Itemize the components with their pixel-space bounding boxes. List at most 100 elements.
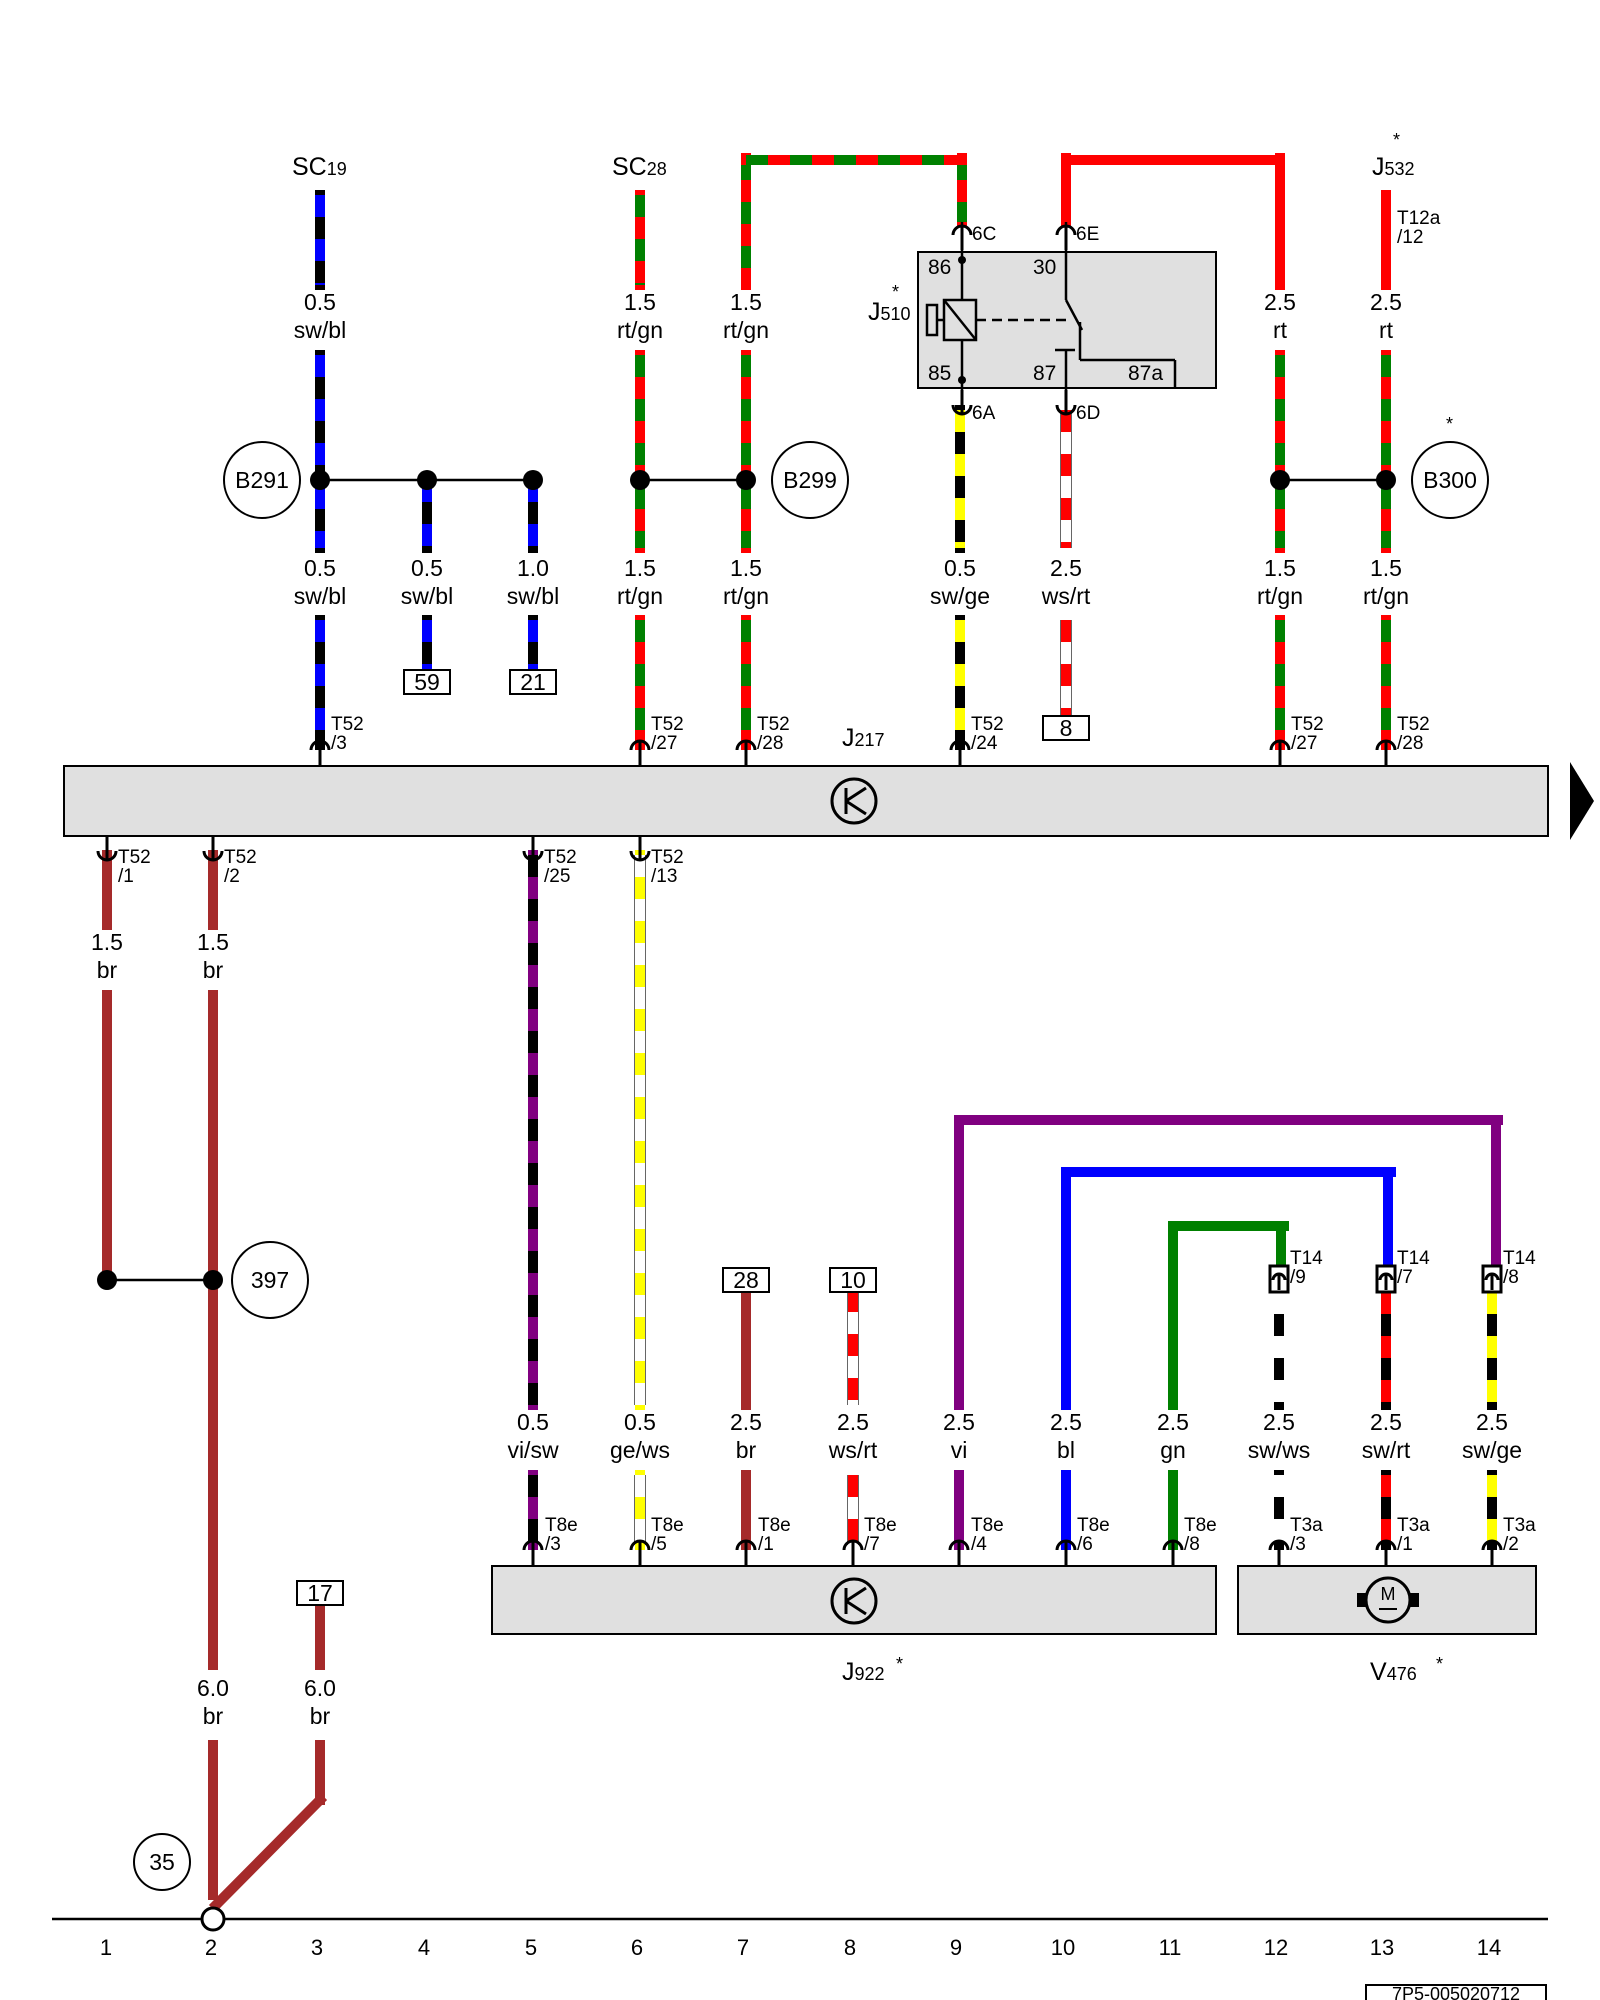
wire-label-size: 2.5 (1264, 289, 1296, 315)
pin-label: T52/28 (757, 714, 790, 754)
pin-label: T14/8 (1503, 1248, 1536, 1288)
j510-star: * (892, 282, 899, 302)
column-number: 14 (1477, 1935, 1501, 1960)
splice-dot (97, 1270, 117, 1290)
wire-label-color: sw/bl (294, 317, 346, 343)
wire-label-color: ws/rt (1041, 583, 1091, 609)
wire-label-size: 1.5 (624, 555, 656, 581)
ground-point (200, 1906, 226, 1932)
j922-module (491, 1565, 1217, 1635)
splice-dot (310, 470, 330, 490)
svg-text:28: 28 (733, 1267, 759, 1293)
wire-label-size: 1.5 (1370, 555, 1402, 581)
ref-box-10: 10 (829, 1267, 877, 1293)
svg-text:397: 397 (251, 1267, 289, 1293)
wire-label-size: 1.5 (197, 929, 229, 955)
splice-dot (417, 470, 437, 490)
pin-label: T8e/1 (758, 1515, 791, 1555)
pin-label: T52/3 (331, 714, 364, 754)
splice-dot (203, 1270, 223, 1290)
column-number: 12 (1264, 1935, 1288, 1960)
b299-splice: B299 (771, 441, 849, 519)
ref-box-28: 28 (722, 1267, 770, 1293)
wire-label-color: br (203, 1703, 224, 1729)
splice-lines (52, 478, 1548, 1921)
wire-label-color: br (310, 1703, 331, 1729)
wire-label-color: sw/rt (1362, 1437, 1411, 1463)
pin-label: T52/24 (971, 714, 1004, 754)
wire-label-size: 2.5 (1050, 555, 1082, 581)
wire-label-size: 2.5 (1263, 1409, 1295, 1435)
diagram-code: 7P5-005020712 (1365, 1984, 1547, 2000)
svg-text:8: 8 (1060, 715, 1073, 741)
wire-label-size: 1.5 (624, 289, 656, 315)
connector-labels: T52/3 T52/27 T52/28 T52/24 T52/27 T52/28… (118, 208, 1536, 1555)
svg-text:59: 59 (414, 669, 440, 695)
wire-label-color: vi/sw (507, 1437, 559, 1463)
pin-label: T52/27 (1291, 714, 1324, 754)
terminal-label: 6D (1076, 403, 1100, 424)
splice-dot (736, 470, 756, 490)
wire-label-size: 1.5 (730, 555, 762, 581)
svg-text:B299: B299 (783, 467, 837, 493)
pin-label: T3a/1 (1397, 1515, 1430, 1555)
wire-17-diag (208, 1792, 328, 1913)
wire-label-color: sw/bl (294, 583, 346, 609)
pin-label: T8e/8 (1184, 1515, 1217, 1555)
wire-label-color: sw/ge (930, 583, 990, 609)
wire-label-color: sw/ws (1248, 1437, 1311, 1463)
j217-label: J217 (842, 724, 885, 752)
wire-label-size: 0.5 (944, 555, 976, 581)
pin-label: T12a/12 (1397, 208, 1441, 248)
wire-label-size: 6.0 (304, 1675, 336, 1701)
svg-text:87a: 87a (1128, 362, 1163, 385)
column-number: 7 (737, 1935, 749, 1960)
wire-label-color: ge/ws (610, 1437, 670, 1463)
wire-layer (102, 153, 1503, 1913)
splice-dot (630, 470, 650, 490)
pin-label: T14/7 (1397, 1248, 1430, 1288)
svg-text:21: 21 (520, 669, 546, 695)
wire-label-size: 1.5 (1264, 555, 1296, 581)
wire-label-color: rt/gn (723, 317, 769, 343)
wire-label-color: rt/gn (1363, 583, 1409, 609)
j217-module (63, 765, 1549, 837)
wire-label-color: br (736, 1437, 757, 1463)
svg-text:35: 35 (149, 1849, 175, 1875)
ref-box-17: 17 (296, 1580, 344, 1606)
splice-dot (1376, 470, 1396, 490)
wire-label-size: 2.5 (1370, 289, 1402, 315)
wire-label-color: rt (1379, 317, 1394, 343)
pin-label: T52/25 (544, 847, 577, 887)
column-number: 8 (844, 1935, 856, 1960)
wire-labels: 0.5 sw/bl 0.5 sw/bl 0.5 sw/bl 1.0 sw/bl … (91, 289, 1522, 1729)
wire-label-color: br (203, 957, 224, 983)
pin-label: T52/1 (118, 847, 151, 887)
terminal-label: 6E (1076, 224, 1099, 245)
svg-text:*: * (1446, 414, 1453, 434)
wire-label-size: 0.5 (624, 1409, 656, 1435)
wire-label-size: 2.5 (943, 1409, 975, 1435)
wire-label-size: 2.5 (1476, 1409, 1508, 1435)
pin-label: T8e/6 (1077, 1515, 1110, 1555)
wire-label-color: rt/gn (617, 583, 663, 609)
v476-label: V476 (1370, 1658, 1417, 1686)
pin-label: T8e/4 (971, 1515, 1004, 1555)
pin-symbols (96, 224, 1503, 1566)
svg-text:7P5-005020712: 7P5-005020712 (1392, 1984, 1520, 2000)
j532-label: J532 (1372, 153, 1415, 181)
wire-label-color: sw/bl (507, 583, 559, 609)
wire-label-size: 2.5 (1050, 1409, 1082, 1435)
j510-relay: 86 30 85 87 87a (917, 222, 1217, 410)
wire-label-size: 1.0 (517, 555, 549, 581)
wire-label-size: 2.5 (837, 1409, 869, 1435)
wire-label-color: bl (1057, 1437, 1075, 1463)
pin-label: T8e/3 (545, 1515, 578, 1555)
column-number: 4 (418, 1935, 430, 1960)
ref-box-59: 59 (403, 669, 451, 695)
wire-label-color: gn (1160, 1437, 1186, 1463)
svg-text:10: 10 (840, 1267, 866, 1293)
pin-label: T52/27 (651, 714, 684, 754)
j532-star: * (1393, 130, 1400, 150)
